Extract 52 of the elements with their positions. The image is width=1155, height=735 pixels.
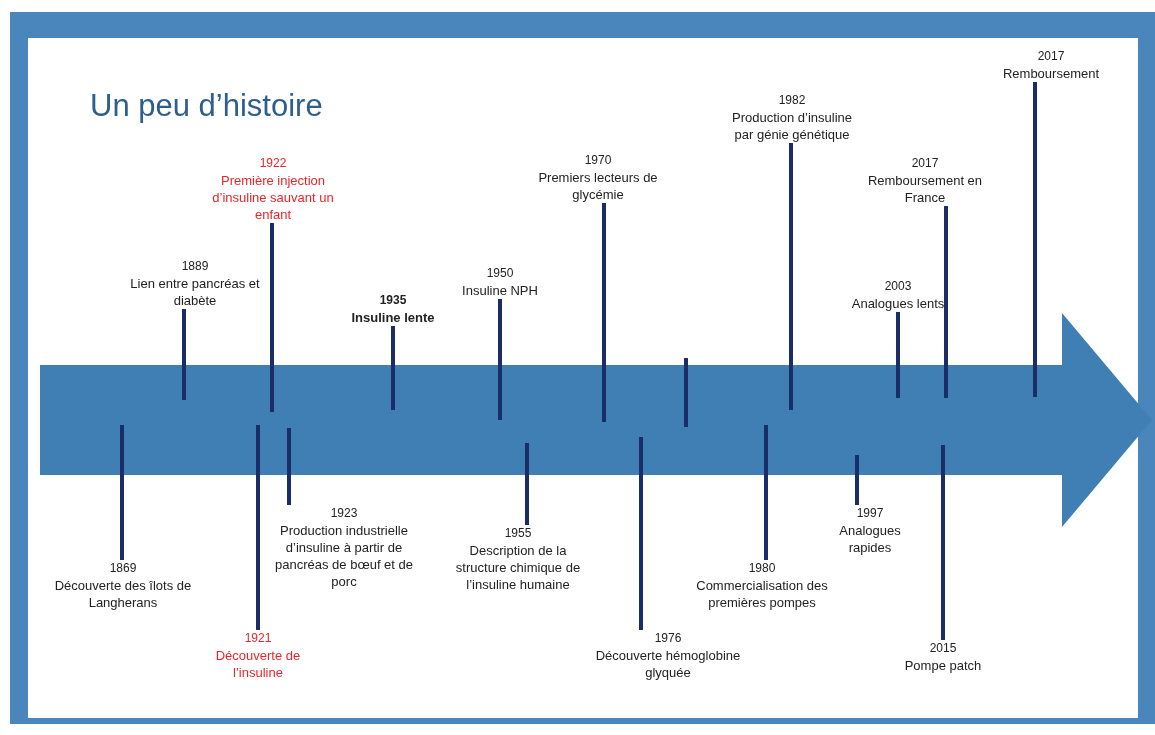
leader-line xyxy=(639,437,643,630)
leader-line xyxy=(287,428,291,505)
event-year: 1869 xyxy=(108,560,138,577)
event-year: 1935 xyxy=(378,292,408,309)
event-description: Remboursement en France xyxy=(866,172,984,206)
event-year: 2015 xyxy=(928,640,958,657)
event-year: 2003 xyxy=(883,278,913,295)
event-description: Analogues lents xyxy=(850,295,946,312)
leader-line xyxy=(270,223,274,412)
leader-line xyxy=(941,445,945,640)
event-year: 2017 xyxy=(910,155,940,172)
event-description: Description de la structure chimique de l’insuline humaine xyxy=(454,542,582,593)
event-description: Pompe patch xyxy=(903,657,983,674)
leader-line xyxy=(1033,82,1037,397)
event-year: 1997 xyxy=(855,505,885,522)
leader-line xyxy=(120,425,124,560)
leader-line xyxy=(498,299,502,420)
leader-line xyxy=(525,443,529,525)
leader-line xyxy=(764,425,768,560)
leader-line xyxy=(391,326,395,410)
event-year: 2017 xyxy=(1036,48,1066,65)
leader-line xyxy=(896,312,900,398)
event-year: 1955 xyxy=(503,525,533,542)
event-description: Commercialisation des premières pompes xyxy=(695,577,829,611)
event-description: Première injection d’insuline sauvant un enfant xyxy=(211,172,335,223)
event-year: 1970 xyxy=(583,152,613,169)
leader-line xyxy=(855,455,859,505)
event-description: Insuline NPH xyxy=(461,282,539,299)
event-description: Découverte de l’insuline xyxy=(214,647,302,681)
leader-line xyxy=(182,309,186,400)
event-year: 1889 xyxy=(180,258,210,275)
event-year: 1980 xyxy=(747,560,777,577)
event-description: Découverte des îlots de Langherans xyxy=(53,577,193,611)
event-description: Insuline lente xyxy=(350,309,436,326)
event-description: Lien entre pancréas et diabète xyxy=(129,275,261,309)
leader-line xyxy=(789,143,793,410)
event-year: 1982 xyxy=(777,92,807,109)
leader-line xyxy=(256,425,260,630)
event-description: Remboursement xyxy=(1001,65,1101,82)
leader-line xyxy=(944,206,948,398)
event-description: Production industrielle d’insuline à partir de pancréas de bœuf et de porc xyxy=(274,522,414,590)
event-description: Premiers lecteurs de glycémie xyxy=(537,169,659,203)
event-description: Découverte hémoglobine glyquée xyxy=(594,647,742,681)
event-year: 1921 xyxy=(243,630,273,647)
leader-line xyxy=(602,203,606,422)
event-year: 1922 xyxy=(258,155,288,172)
title: Un peu d’histoire xyxy=(90,88,323,124)
event-year: 1976 xyxy=(653,630,683,647)
event-description: Production d’insuline par génie génétique xyxy=(731,109,853,143)
event-year: 1950 xyxy=(485,265,515,282)
event-description: Analogues rapides xyxy=(838,522,902,556)
event-year: 1923 xyxy=(329,505,359,522)
